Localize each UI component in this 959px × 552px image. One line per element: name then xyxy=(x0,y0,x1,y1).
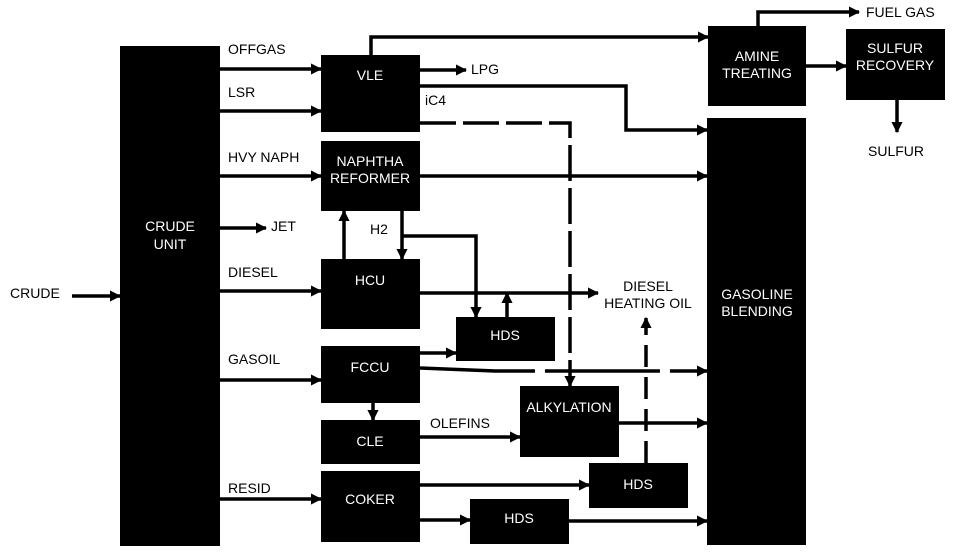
h2-to-hds-arrow xyxy=(402,234,482,319)
vle-box xyxy=(321,55,420,132)
resid-label: RESID xyxy=(228,480,271,496)
ic4-to-alkylation-arrow xyxy=(420,121,576,388)
jet-label: JET xyxy=(271,218,296,234)
naphtha-reformer-box xyxy=(321,141,420,211)
crude-label: CRUDE xyxy=(10,285,60,301)
lsr-label: LSR xyxy=(228,84,255,100)
hds-diesel-label: HDS xyxy=(490,327,520,343)
sulfur-recovery-box xyxy=(846,29,945,100)
fuel-gas-label: FUEL GAS xyxy=(866,4,935,20)
hvy-naph-label: HVY NAPH xyxy=(228,149,299,165)
fccu-to-gasoline-arrow xyxy=(419,365,709,377)
crude-unit-box xyxy=(120,46,220,546)
ic4-label: iC4 xyxy=(425,92,446,108)
vle-to-gasoline-arrow xyxy=(420,84,709,136)
hds-gasoline-label: HDS xyxy=(504,510,534,526)
hcu-box xyxy=(321,259,420,329)
lpg-label: LPG xyxy=(471,61,499,77)
hcu-label: HCU xyxy=(355,272,385,288)
olefins-label: OLEFINS xyxy=(430,415,490,431)
h2-label: H2 xyxy=(370,221,388,237)
coker-box xyxy=(321,471,420,542)
diesel-label: DIESEL xyxy=(228,264,278,280)
coker-label: COKER xyxy=(345,491,395,507)
cle-box xyxy=(321,420,420,464)
hds-heating-oil-box xyxy=(589,463,688,508)
gasoil-label: GASOIL xyxy=(228,351,280,367)
amine-treating-box xyxy=(708,26,806,106)
alkylation-label: ALKYLATION xyxy=(526,399,611,415)
fccu-label: FCCU xyxy=(351,359,390,375)
fccu-box xyxy=(321,346,420,403)
vle-to-amine-arrow xyxy=(369,31,710,55)
amine-to-fuel-gas-arrow xyxy=(756,6,861,26)
gasoline-blending-box xyxy=(707,118,806,545)
hds-heating-oil-label: HDS xyxy=(623,476,653,492)
hds-diesel-box xyxy=(456,317,555,361)
vle-label: VLE xyxy=(357,67,383,83)
sulfur-label: SULFUR xyxy=(868,143,924,159)
alkylation-box xyxy=(520,386,619,457)
cle-label: CLE xyxy=(356,433,383,449)
hds-gasoline-box xyxy=(470,499,569,544)
offgas-label: OFFGAS xyxy=(228,41,286,57)
